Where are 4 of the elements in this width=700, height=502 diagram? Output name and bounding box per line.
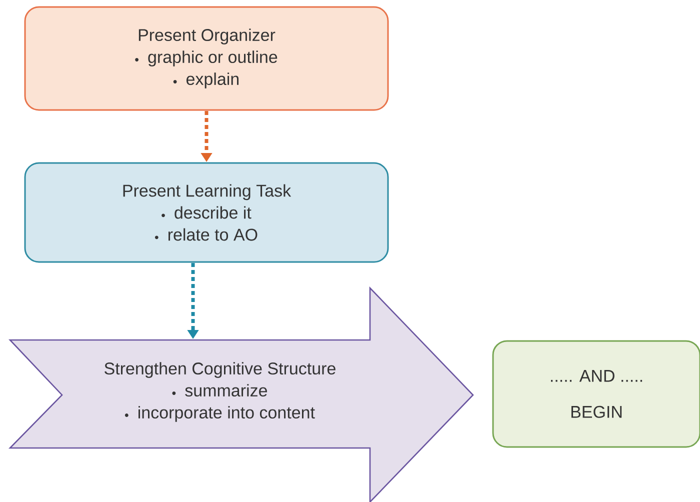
process-box: ..... AND ..... BEGIN [492,340,700,448]
process-box: Present Organizer graphic or outline explain [24,6,389,111]
step-banner: Strengthen Cognitive Structure summarize incorporate into content [8,286,474,502]
process-box: Present Learning Task describe it relate to AO [24,162,389,263]
